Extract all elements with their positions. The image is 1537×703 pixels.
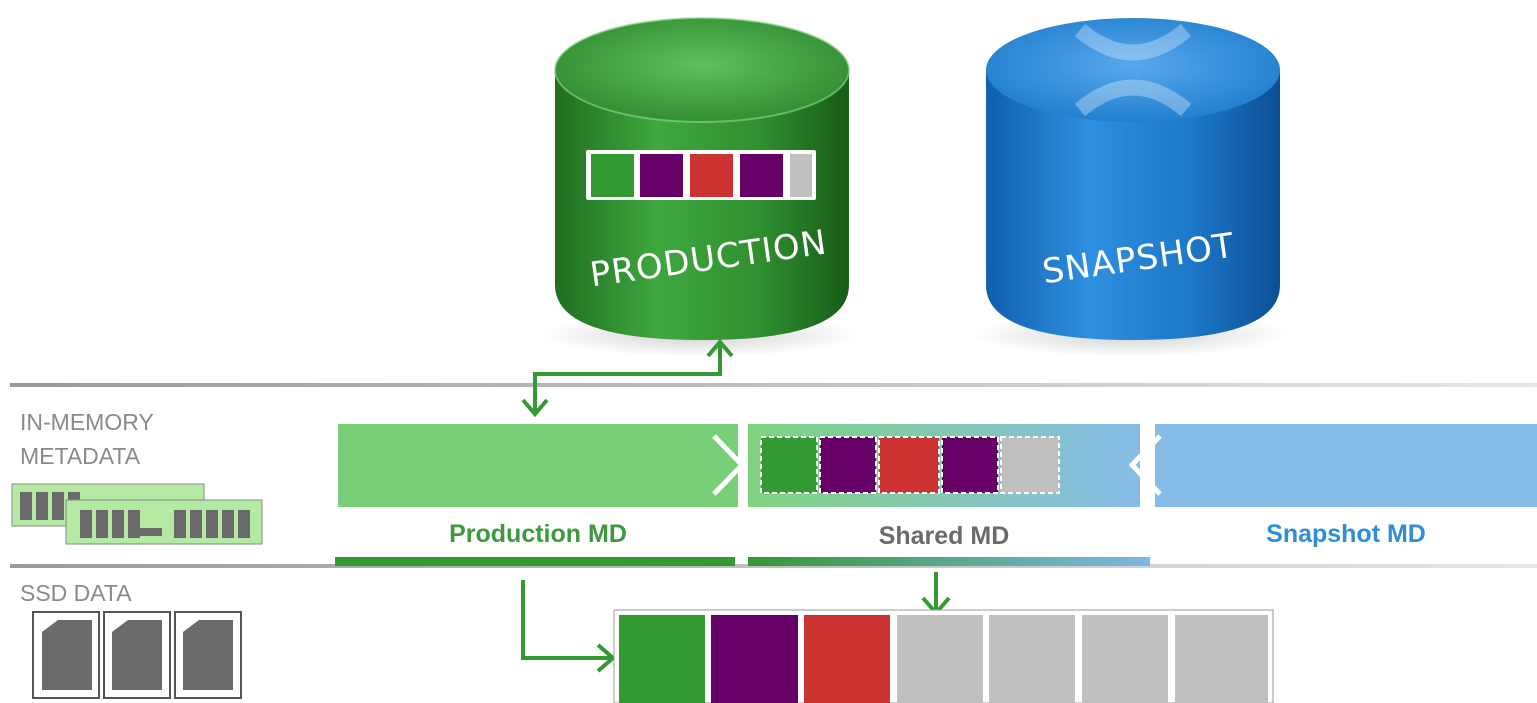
in-memory-label-line2: METADATA xyxy=(20,443,141,469)
in-memory-label-line1: IN-MEMORY xyxy=(20,409,154,435)
shared-md-label: Shared MD xyxy=(878,522,1010,550)
md-block xyxy=(1000,436,1060,494)
ssd-block xyxy=(989,615,1075,703)
db-block xyxy=(790,154,812,197)
md-block xyxy=(760,436,818,494)
production-md-bar xyxy=(338,424,738,507)
ssd-drive-icon xyxy=(32,611,242,699)
ssd-block xyxy=(619,615,705,703)
md-block xyxy=(878,436,940,494)
tier-separator-top xyxy=(10,383,1537,387)
x-logo-icon xyxy=(1074,23,1192,117)
md-block xyxy=(819,436,877,494)
snapshot-md-bar xyxy=(1155,424,1537,507)
metadata-access-arrow xyxy=(521,338,734,418)
ssd-block xyxy=(1082,615,1168,703)
shared-to-ssd-arrow xyxy=(921,572,951,617)
production-database: PRODUCTION xyxy=(540,17,860,357)
memory-module-icon xyxy=(11,483,263,545)
md-block xyxy=(941,436,999,494)
production-md-underline xyxy=(335,557,735,566)
production-to-ssd-arrow xyxy=(521,580,617,673)
shared-md-blocks xyxy=(760,436,1060,494)
ssd-data-blocks xyxy=(613,609,1274,703)
ssd-block xyxy=(804,615,890,703)
db-block xyxy=(690,154,733,197)
ssd-data-label: SSD DATA xyxy=(20,580,132,606)
shared-md-underline xyxy=(748,557,1150,566)
ssd-block xyxy=(711,615,798,703)
chevron-left-icon xyxy=(1128,434,1162,496)
snapshot-md-label: Snapshot MD xyxy=(1266,520,1426,548)
chevron-right-icon xyxy=(712,434,746,496)
production-md-label: Production MD xyxy=(449,520,627,548)
db-block xyxy=(640,154,683,197)
db-block xyxy=(740,154,783,197)
db-block xyxy=(591,154,634,197)
ssd-block xyxy=(897,615,983,703)
ssd-block xyxy=(1175,615,1268,703)
in-memory-metadata-label: IN-MEMORY METADATA xyxy=(20,405,154,473)
snapshot-database: SNAPSHOT xyxy=(970,18,1290,357)
